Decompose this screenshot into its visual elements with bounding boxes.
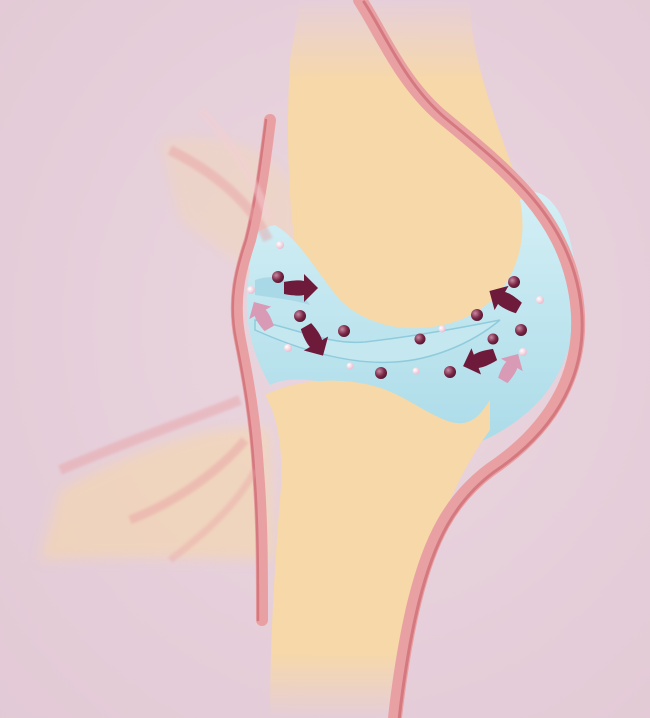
molecule-dark [471, 309, 483, 321]
molecule-light [276, 241, 284, 249]
molecule-dark [272, 271, 284, 283]
molecule-light [413, 368, 420, 375]
molecule-dark [515, 324, 527, 336]
molecule-light [519, 348, 527, 356]
molecule-dark [375, 367, 387, 379]
molecule-light [347, 363, 354, 370]
molecule-light [439, 326, 446, 333]
molecule-dark [508, 276, 520, 288]
molecule-dark [444, 366, 456, 378]
molecule-light [247, 286, 255, 294]
molecule-light [284, 344, 292, 352]
molecule-dark [415, 334, 426, 345]
molecule-dark [294, 310, 306, 322]
molecule-dark [338, 325, 350, 337]
molecule-light [536, 296, 544, 304]
molecule-dark [488, 334, 499, 345]
